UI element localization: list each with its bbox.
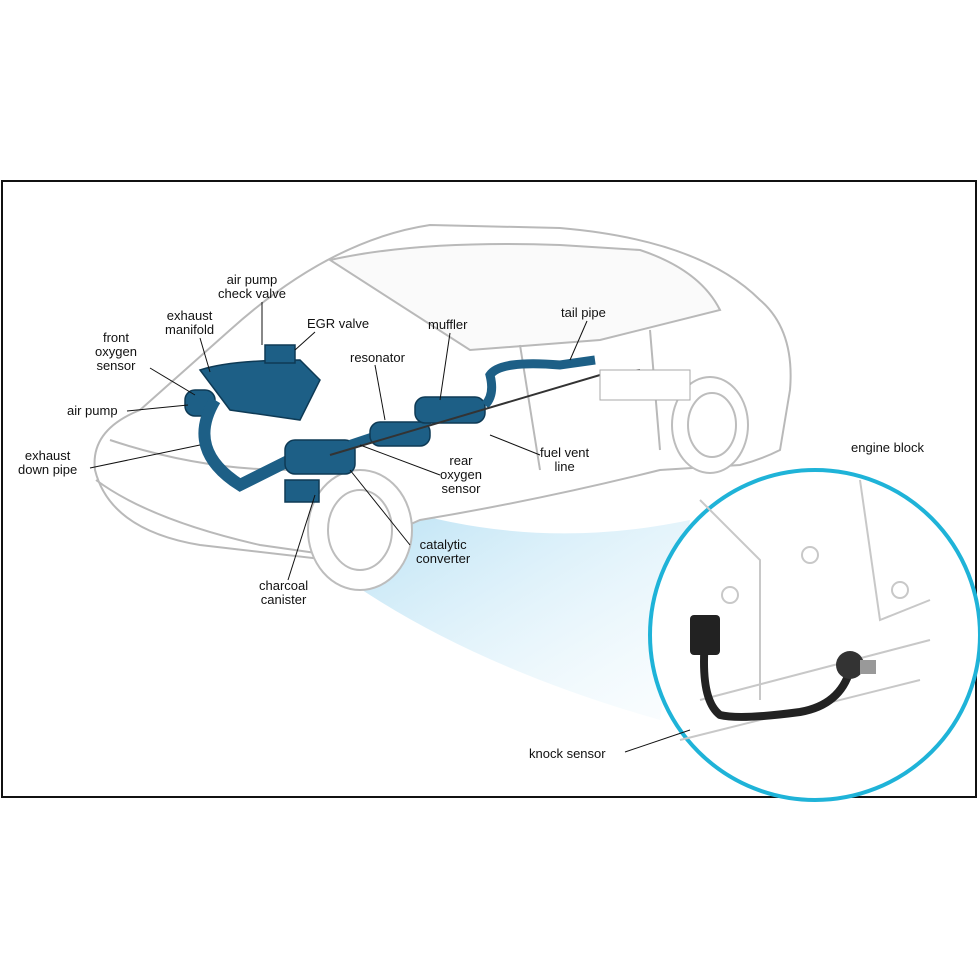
label-tail-pipe: tail pipe <box>561 305 606 320</box>
label-knock-sensor: knock sensor <box>529 746 606 761</box>
knock-sensor-part <box>690 615 876 721</box>
label-line: converter <box>416 551 471 566</box>
charcoal-canister-part <box>284 479 320 503</box>
label-line: fuel vent <box>540 445 590 460</box>
label-line: exhaust <box>24 448 71 463</box>
label-line: canister <box>260 592 307 607</box>
label-line: manifold <box>165 322 215 337</box>
label-line: line <box>554 459 575 474</box>
label-line: charcoal <box>259 578 309 593</box>
label-egr-valve: EGR valve <box>307 316 370 331</box>
label-line: catalytic <box>419 537 467 552</box>
label-line: rear <box>449 453 473 468</box>
label-line: check valve <box>218 286 286 301</box>
label-air-pump: air pump <box>67 403 118 418</box>
label-line: sensor <box>441 481 481 496</box>
catalytic-converter-part <box>284 439 356 475</box>
label-line: oxygen <box>95 344 137 359</box>
label-line: sensor <box>96 358 136 373</box>
wheels <box>307 376 749 591</box>
label-line: air pump <box>226 272 278 287</box>
egr-valve-part <box>264 344 296 364</box>
label-muffler: muffler <box>428 317 468 332</box>
label-line: front <box>102 330 129 345</box>
exhaust-system <box>184 344 596 503</box>
label-line: down pipe <box>18 462 78 477</box>
label-resonator: resonator <box>350 350 405 365</box>
label-engine-block: engine block <box>851 440 924 455</box>
diagram-frame <box>1 180 977 798</box>
engine-block-drawing <box>679 479 931 741</box>
leader-lines <box>89 302 691 753</box>
fuel-tank <box>599 369 691 401</box>
label-line: oxygen <box>440 467 482 482</box>
label-line: exhaust <box>166 308 213 323</box>
